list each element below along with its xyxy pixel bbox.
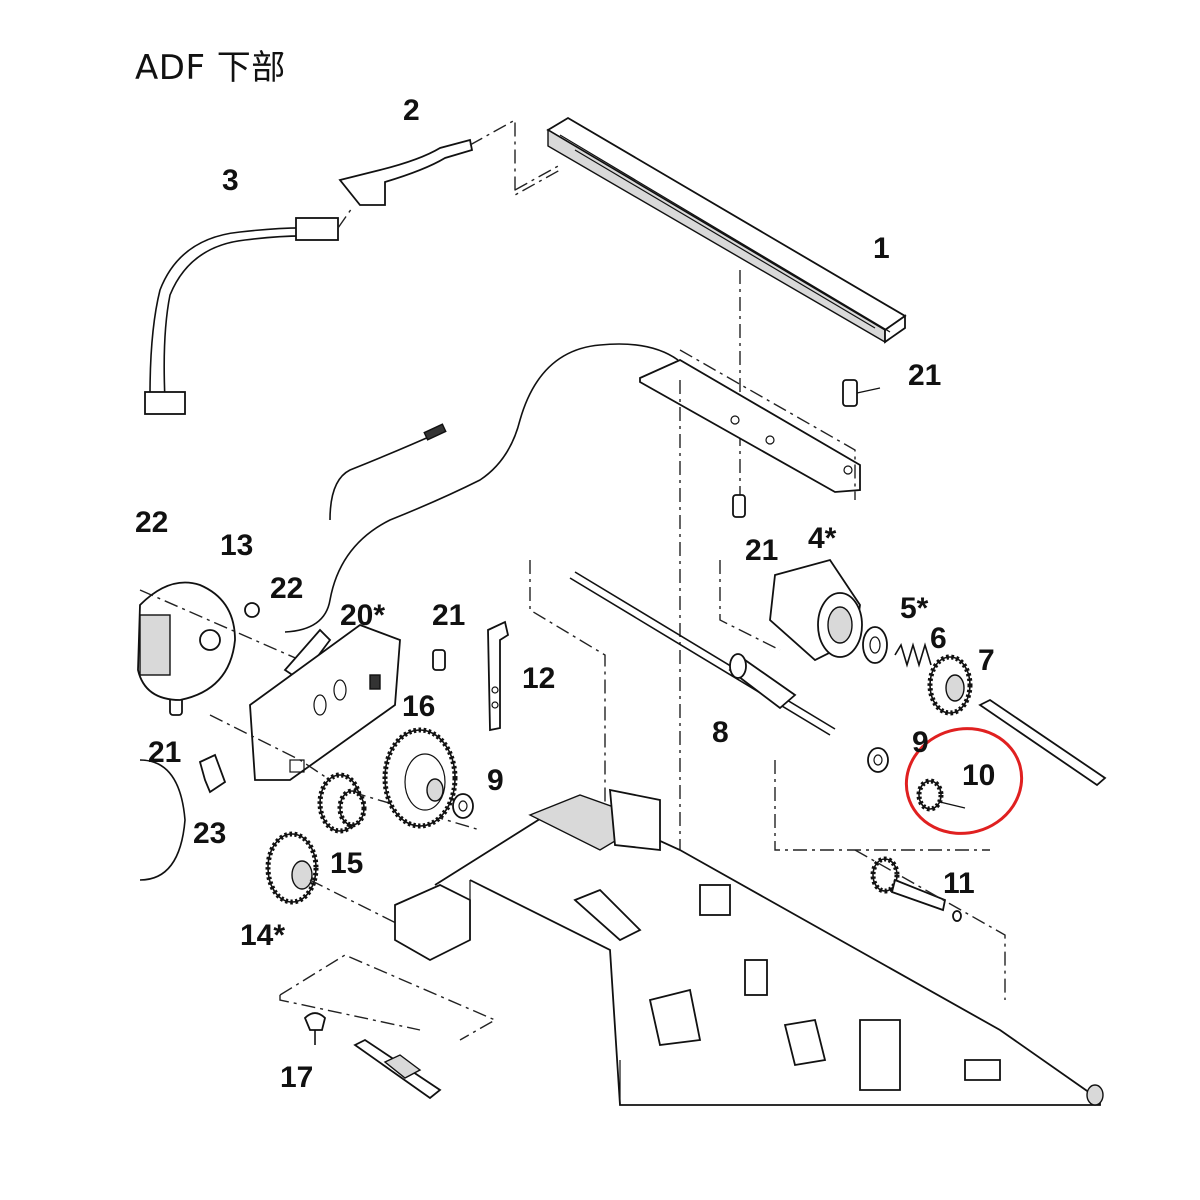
callout-22: 22	[270, 572, 303, 605]
callout-13: 13	[220, 529, 253, 562]
part-11-gear-shaft	[774, 760, 1006, 1000]
callout-5: 5*	[900, 592, 929, 625]
belt-loop	[139, 759, 186, 881]
diagram-title: ADF 下部	[135, 48, 286, 88]
part-15-double-gear	[317, 772, 367, 834]
part-5-washer	[862, 626, 888, 664]
shaft-right	[978, 698, 1107, 787]
callout-11: 11	[943, 867, 975, 900]
pcb-board	[249, 623, 401, 781]
part-3-flat-cable	[144, 207, 353, 415]
callout-7: 7	[978, 644, 995, 677]
part-1-scanner-bar	[514, 116, 907, 500]
callout-21-middle: 21	[745, 534, 778, 567]
sensor-plate	[284, 343, 861, 1100]
screw-21-pcb	[432, 649, 446, 671]
lower-shaft	[353, 1038, 442, 1100]
callout-3: 3	[222, 164, 239, 197]
callout-22-edge: 22	[135, 506, 168, 539]
callout-21-left: 21	[148, 736, 181, 769]
part-4-motor	[719, 558, 863, 662]
part-12-bracket	[487, 620, 510, 732]
part-23-clamp	[198, 753, 227, 794]
part-16-large-gear	[382, 727, 458, 829]
screw-22	[244, 602, 260, 618]
callout-23: 23	[193, 817, 226, 850]
part-8-roller-shaft	[529, 560, 836, 880]
screw-21-middle	[732, 494, 746, 518]
callout-9-right: 9	[912, 726, 929, 759]
callout-15: 15	[330, 847, 363, 880]
part-9-bushing-left	[452, 793, 474, 819]
callout-4: 4*	[808, 522, 837, 555]
callout-12: 12	[522, 662, 555, 695]
callout-17: 17	[280, 1061, 313, 1094]
callout-2: 2	[403, 94, 420, 127]
part-10-small-gear	[916, 778, 966, 812]
callout-21-pcb: 21	[432, 599, 465, 632]
screw-21-top	[842, 379, 881, 407]
callout-6: 6	[930, 622, 947, 655]
callout-8: 8	[712, 716, 729, 749]
callout-9-left: 9	[487, 764, 504, 797]
part-7-gear	[927, 654, 973, 716]
callout-10: 10	[962, 759, 995, 792]
part-6-spring	[894, 642, 932, 668]
callout-20: 20*	[340, 599, 385, 632]
part-2-ribbon-cable	[338, 118, 561, 206]
highlight-circle	[904, 727, 1024, 835]
callout-16: 16	[402, 690, 435, 723]
base-frame	[394, 788, 1104, 1106]
part-17-clip	[303, 1012, 326, 1045]
callout-labels: 1 2 3 4* 5* 6 7 8 9 9 10 11 12 13 14* 15…	[135, 94, 995, 1094]
part-13-motor	[137, 581, 301, 701]
part-9-bushing-right	[867, 747, 889, 773]
callout-21-top: 21	[908, 359, 941, 392]
callout-14: 14*	[240, 919, 285, 952]
part-14-gear	[265, 831, 319, 905]
callout-1: 1	[873, 232, 890, 265]
